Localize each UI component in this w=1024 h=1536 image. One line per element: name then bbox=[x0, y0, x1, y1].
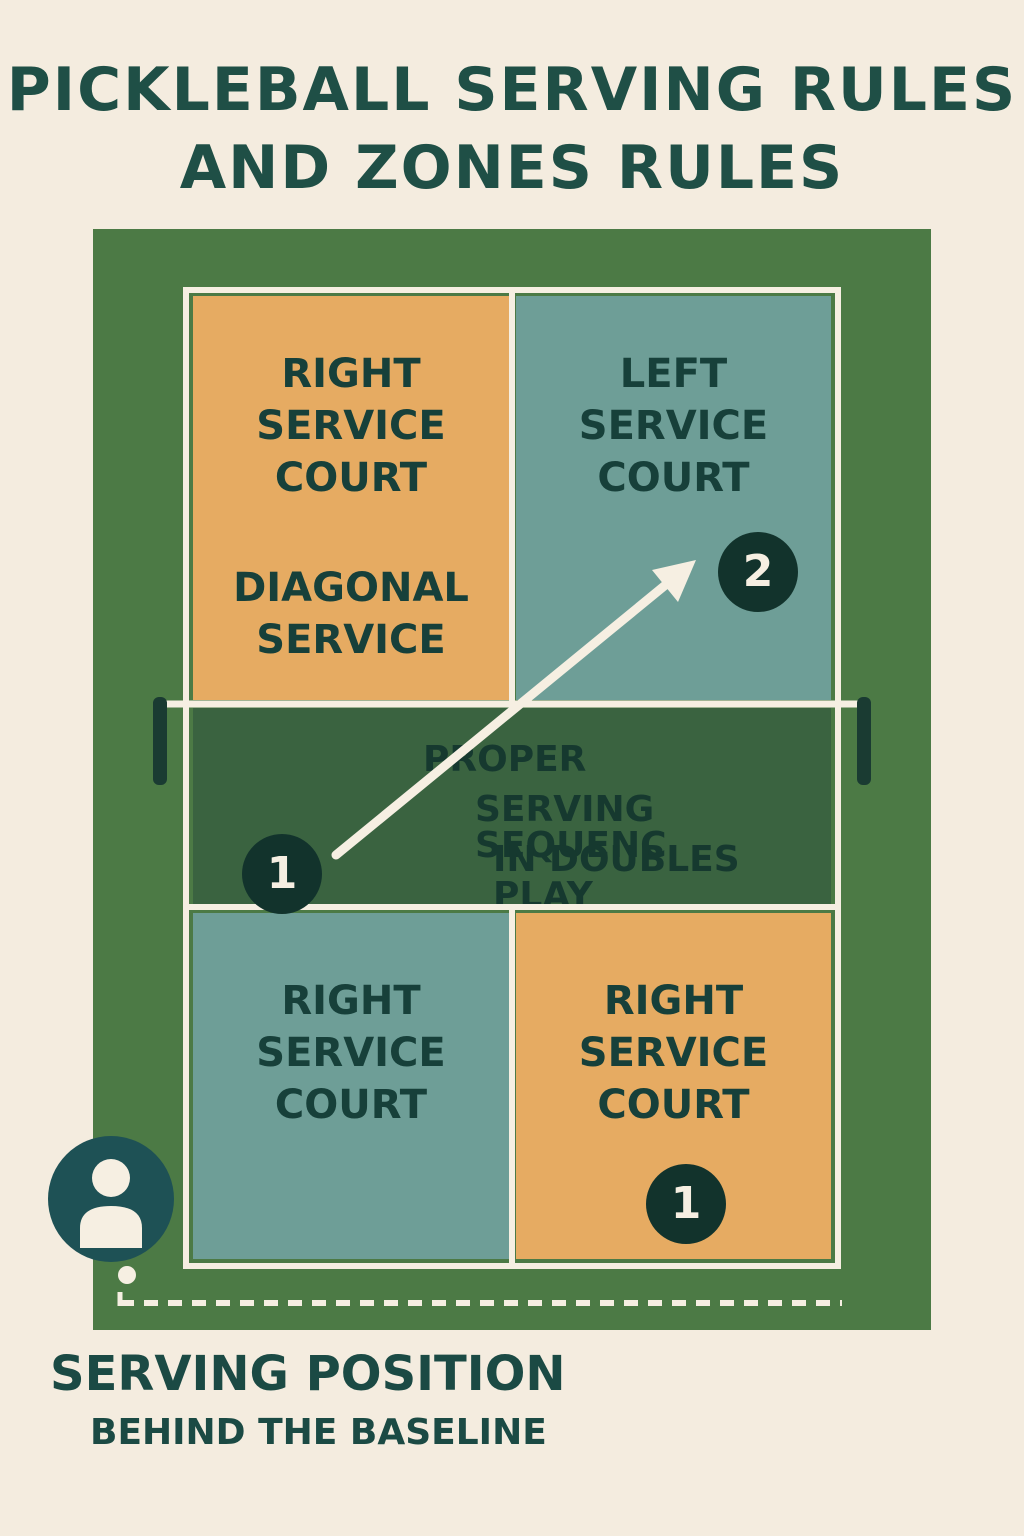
sequence-badge-start: 1 bbox=[242, 834, 322, 914]
court-label-line: RIGHT bbox=[603, 978, 744, 1024]
court-label-line: COURT bbox=[274, 455, 428, 501]
court-label-line: SERVICE bbox=[578, 1030, 769, 1076]
court-label-line: RIGHT bbox=[281, 351, 421, 397]
page-title-line-2: AND ZONES RULES bbox=[179, 133, 845, 203]
kitchen-label-line: IN DOUBLES PLAY bbox=[493, 839, 740, 916]
sequence-badge-bottom-right: 1 bbox=[646, 1164, 726, 1244]
diagonal-service-label: DIAGONAL bbox=[233, 565, 469, 611]
page-title-line-1: PICKLEBALL SERVING RULES bbox=[6, 55, 1018, 125]
court-label-line: COURT bbox=[597, 455, 750, 501]
court-label-line: COURT bbox=[274, 1082, 428, 1128]
diagonal-service-label: SERVICE bbox=[256, 617, 446, 663]
top-right-service-court: LEFT SERVICE COURT bbox=[516, 296, 831, 700]
kitchen-label-line: PROPER bbox=[423, 739, 587, 780]
court-label-line: SERVICE bbox=[256, 1030, 446, 1076]
top-left-service-court: RIGHT SERVICE COURT DIAGONAL SERVICE bbox=[193, 296, 509, 700]
behind-baseline-label: BEHIND THE BASELINE bbox=[90, 1412, 547, 1453]
serving-position-label: SERVING POSITION bbox=[50, 1346, 566, 1402]
court-label-line: SERVICE bbox=[578, 403, 769, 449]
player-icon bbox=[48, 1136, 174, 1262]
court-label-line: COURT bbox=[597, 1082, 750, 1128]
court-label-line: SERVICE bbox=[256, 403, 446, 449]
court-label-line: LEFT bbox=[619, 351, 728, 397]
person-icon bbox=[80, 1159, 142, 1248]
bottom-left-service-court: RIGHT SERVICE COURT bbox=[193, 913, 509, 1259]
sequence-badge-target: 2 bbox=[718, 532, 798, 612]
court-label-line: RIGHT bbox=[281, 978, 421, 1024]
